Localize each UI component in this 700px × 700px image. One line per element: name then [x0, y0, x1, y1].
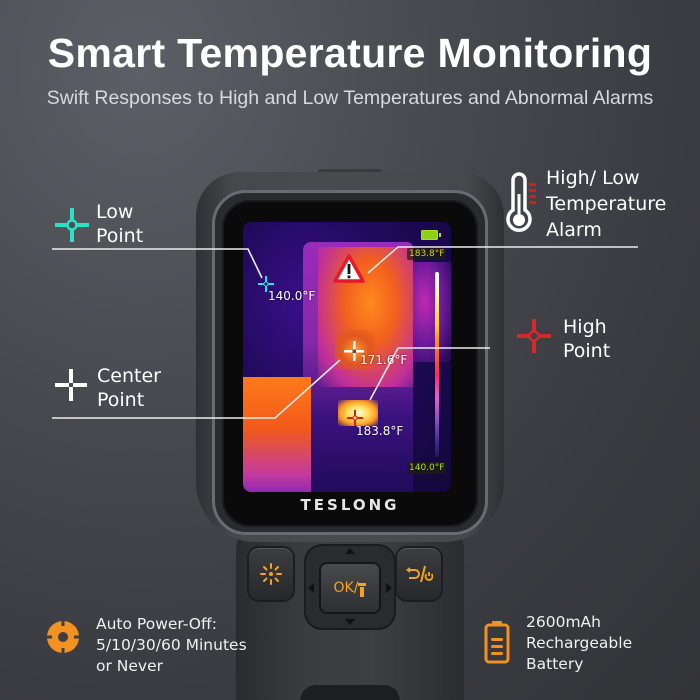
high-point-reading: 183.8°F — [356, 424, 404, 438]
page-subtitle: Swift Responses to High and Low Temperat… — [46, 87, 654, 109]
color-scale-bar — [435, 272, 439, 457]
low-point-marker-icon — [258, 276, 274, 292]
center-point-reading: 171.6°F — [360, 353, 408, 367]
battery-indicator-icon — [421, 230, 441, 240]
center-point-label: Center Point — [97, 365, 161, 411]
alarm-label: High/ Low Temperature Alarm — [546, 167, 667, 241]
ok-button-label: OK/ — [333, 580, 359, 596]
high-point-marker-icon — [347, 410, 363, 426]
dpad-right-arrow-icon[interactable] — [386, 583, 392, 593]
auto-power-off-text: Auto Power-Off: 5/10/30/60 Minutes or Ne… — [96, 615, 247, 675]
battery-icon — [484, 621, 510, 664]
center-point-marker-icon — [344, 341, 364, 361]
scale-max-label: 183.8°F — [407, 248, 447, 260]
warning-triangle-icon — [333, 254, 365, 283]
back-power-button[interactable] — [395, 546, 443, 602]
thermal-left-block — [243, 377, 311, 492]
thermal-screen: 183.8°F 140.0°F 140.0°F 171.6°F 183.8°F — [243, 222, 451, 492]
scale-min-label: 140.0°F — [407, 462, 447, 474]
thermometer-alarm-icon — [506, 172, 536, 232]
laser-button[interactable] — [247, 546, 295, 602]
page-title: Smart Temperature Monitoring — [47, 30, 653, 76]
brand-logo: TESLONG — [300, 496, 400, 514]
high-point-crosshair-icon — [517, 319, 551, 353]
dpad-down-arrow-icon[interactable] — [345, 619, 355, 625]
thermal-hotspot — [338, 400, 378, 426]
low-point-label: Low Point — [96, 201, 144, 247]
device-grip — [300, 685, 400, 700]
auto-power-off-icon — [46, 620, 80, 654]
battery-text: 2600mAh Rechargeable Battery — [526, 613, 633, 673]
high-point-label: High Point — [563, 316, 611, 362]
dpad-left-arrow-icon[interactable] — [308, 583, 314, 593]
center-point-crosshair-icon — [55, 369, 87, 401]
back-power-icon — [406, 565, 433, 583]
thermal-right-glow — [413, 262, 451, 362]
laser-light-icon — [260, 563, 282, 585]
flashlight-icon — [358, 582, 367, 597]
ok-flashlight-button[interactable]: OK/ — [319, 562, 381, 614]
low-point-crosshair-icon — [55, 208, 89, 242]
dpad-up-arrow-icon[interactable] — [345, 548, 355, 554]
low-point-reading: 140.0°F — [268, 289, 316, 303]
